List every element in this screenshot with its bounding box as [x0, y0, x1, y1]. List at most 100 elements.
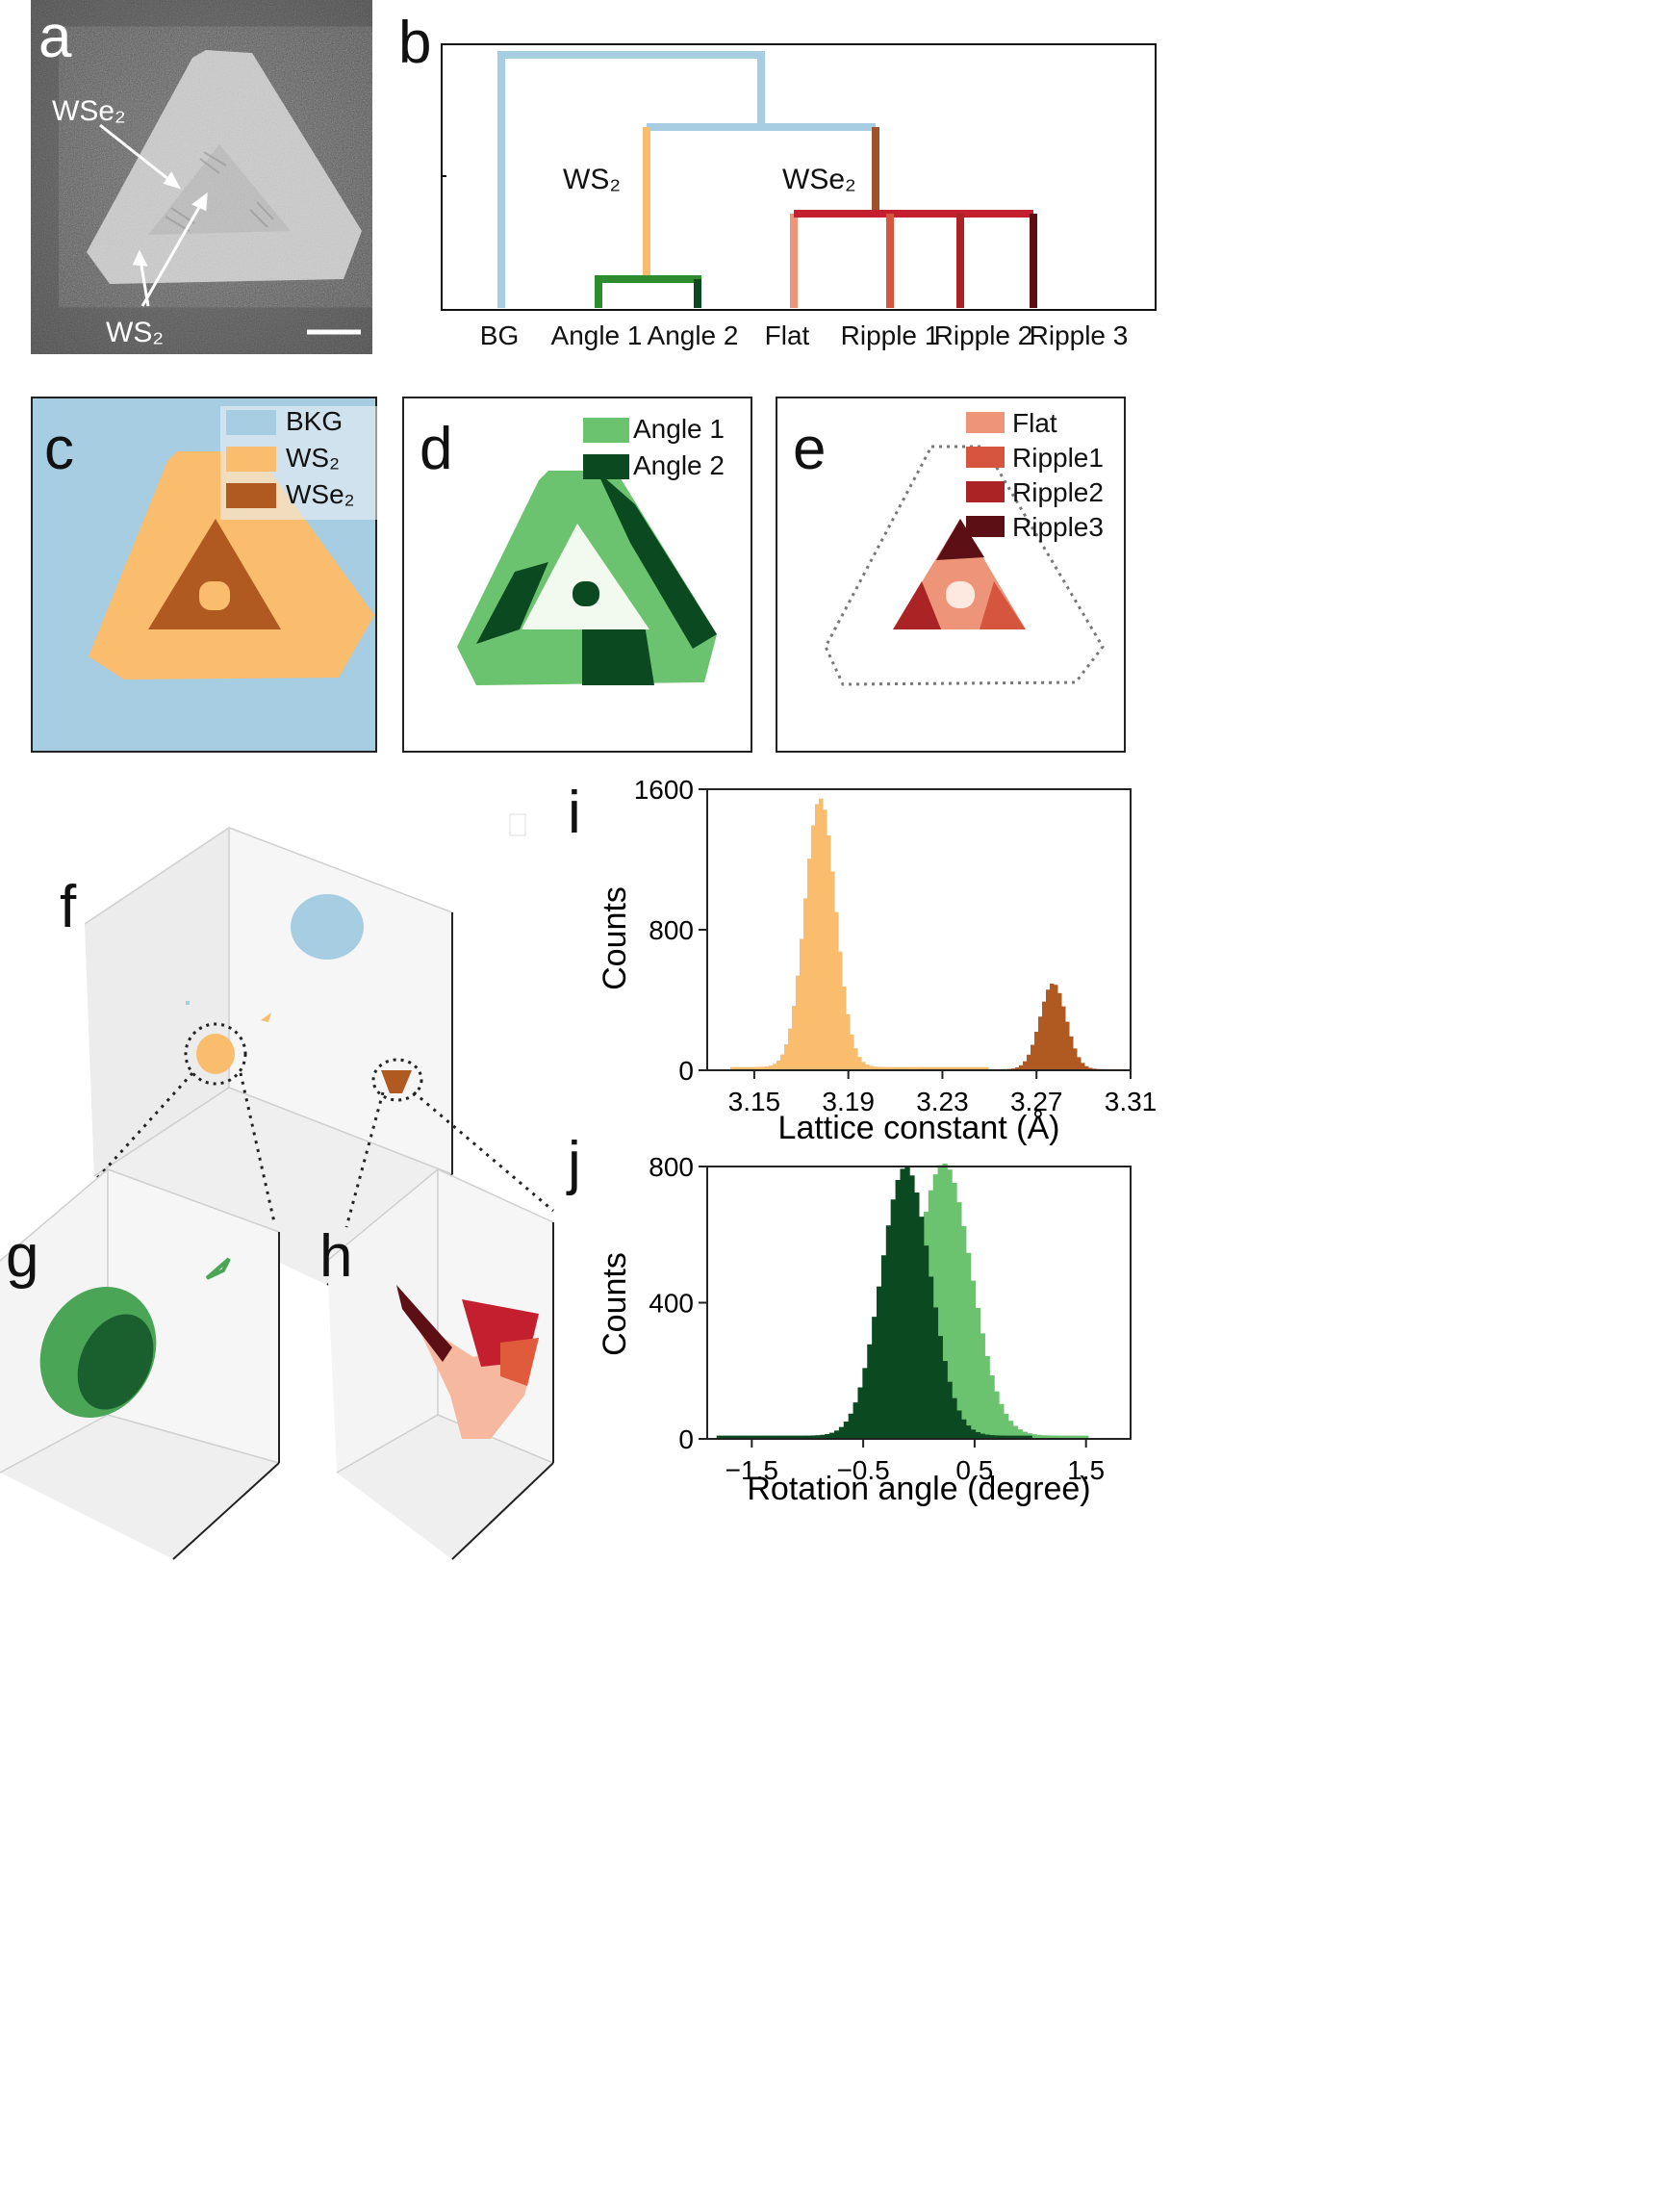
y-tick-label: 0 — [678, 1056, 694, 1086]
histogram-bar — [843, 1422, 850, 1439]
wse2-core — [148, 144, 291, 235]
x-tick-label: 3.27 — [1010, 1087, 1063, 1116]
histogram-bar — [792, 1435, 798, 1439]
histogram-bar — [919, 1066, 924, 1070]
panel-f-3d-box — [51, 813, 554, 1286]
histogram-bar — [961, 1066, 966, 1070]
histogram-bar — [1022, 1431, 1028, 1439]
histogram-bar — [914, 1192, 920, 1439]
histogram-bar — [753, 1066, 758, 1070]
legend-label: Angle 2 — [633, 450, 725, 480]
histogram-bar — [934, 1066, 939, 1070]
legend-label: Angle 1 — [633, 414, 725, 444]
histogram-bar — [857, 1057, 862, 1070]
leaf-label: Ripple 1 — [841, 320, 940, 350]
histogram-bar — [911, 1066, 916, 1070]
histogram-bar — [1088, 1067, 1093, 1070]
histogram-bar — [807, 859, 812, 1070]
histogram-bar — [961, 1419, 967, 1439]
histogram-bar — [938, 1066, 943, 1070]
histogram-bar — [980, 1433, 985, 1439]
ripple1-region — [980, 581, 1026, 629]
ripple-map — [824, 445, 1105, 686]
histogram-bar — [730, 1435, 736, 1439]
histogram-bar — [810, 1435, 816, 1439]
histogram-bar — [763, 1435, 770, 1439]
histogram-bar — [1022, 1435, 1028, 1439]
histogram-bar — [734, 1066, 739, 1070]
histogram-bar — [1034, 1031, 1039, 1070]
x-tick-label: 1.5 — [1067, 1455, 1105, 1485]
histogram-bar — [829, 1432, 835, 1439]
histogram-bar — [1081, 1063, 1085, 1070]
panel-letter-f: f — [60, 874, 77, 940]
leaf-label: BG — [480, 320, 519, 350]
histogram-bar — [1027, 1054, 1031, 1070]
histogram-bar — [825, 1433, 830, 1439]
histogram-bar — [730, 1066, 735, 1070]
histogram-bar — [853, 1048, 858, 1070]
histogram-bar — [961, 1225, 967, 1439]
histogram-bar — [975, 1307, 981, 1439]
histogram-bar — [827, 835, 831, 1070]
x-tick-label: −0.5 — [836, 1455, 889, 1485]
histogram-bar — [969, 1066, 974, 1070]
histogram-bar — [796, 975, 801, 1070]
histogram-bar — [980, 1333, 985, 1439]
x-axis-label: Lattice constant (Å) — [778, 1110, 1060, 1146]
histogram-bar — [965, 1252, 972, 1439]
histogram-bar — [811, 825, 816, 1070]
histogram-bar — [861, 1062, 866, 1070]
histogram-bar — [1004, 1413, 1009, 1439]
x-tick-label: 3.31 — [1105, 1087, 1158, 1116]
panel-c: BKG WS₂ WSe₂ c — [31, 397, 377, 753]
histogram-bar — [973, 1066, 978, 1070]
bkg-cluster — [291, 894, 364, 960]
histogram-bar — [753, 1435, 760, 1439]
histogram-bar — [869, 1065, 874, 1070]
x-tick-label: 3.19 — [822, 1087, 875, 1116]
histogram-bar — [838, 1426, 845, 1439]
histogram-bar — [842, 986, 847, 1070]
histogram-bar — [867, 1344, 873, 1439]
panel-b: b WS₂ WSe₂ BG Angle 1 Angle 2 Flat Rippl… — [395, 0, 1680, 366]
histogram-bar — [1064, 1435, 1070, 1439]
histogram-bar — [857, 1387, 863, 1439]
histogram-bar — [1077, 1057, 1082, 1070]
histogram-bar — [823, 809, 827, 1070]
histogram-bar — [782, 1435, 788, 1439]
histogram-bar — [803, 898, 808, 1070]
histogram-bar — [758, 1435, 765, 1439]
histogram-bar — [1041, 1435, 1047, 1439]
histogram-bar — [1017, 1435, 1024, 1439]
leaf-label: Ripple 2 — [934, 320, 1033, 350]
x-tick-label: 3.15 — [728, 1087, 781, 1116]
leaf-label: Flat — [765, 320, 810, 350]
histogram-bar — [1061, 1006, 1066, 1070]
histogram-bar — [773, 1435, 778, 1439]
histogram-bar — [890, 1199, 897, 1439]
angle-map — [457, 471, 717, 685]
legend-label: Flat — [1012, 408, 1057, 438]
ws2-label: WS₂ — [106, 317, 164, 348]
histogram-bar — [765, 1066, 770, 1070]
histogram-bar — [800, 938, 804, 1070]
panel-h-3d-box — [326, 1168, 554, 1560]
histogram-bar — [937, 1336, 943, 1439]
histogram-bar — [999, 1435, 1005, 1439]
histogram-bar — [830, 871, 835, 1070]
histogram-bar — [716, 1435, 723, 1439]
histogram-bar — [984, 1066, 989, 1070]
panel-a: WSe₂ WS₂ a — [31, 0, 372, 354]
wse2-cluster — [381, 1070, 412, 1093]
histogram-bar — [1065, 1021, 1070, 1070]
histogram-bar — [834, 1430, 840, 1439]
histogram-bar — [880, 1066, 885, 1070]
histogram-bar — [815, 1435, 821, 1439]
angle-2-cluster — [77, 1314, 154, 1410]
y-tick-label: 400 — [649, 1289, 694, 1319]
histogram-bar — [950, 1066, 955, 1070]
histogram-bar — [740, 1435, 746, 1439]
histogram-bar — [946, 1066, 951, 1070]
